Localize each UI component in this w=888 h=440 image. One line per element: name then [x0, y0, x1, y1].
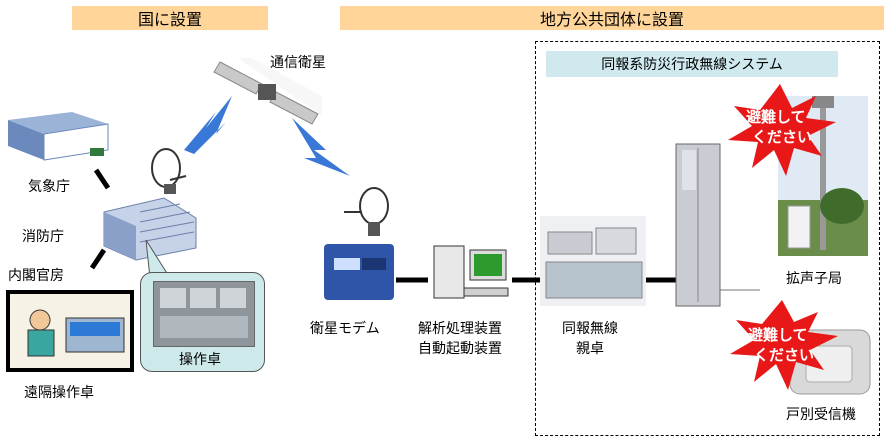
analysis-label-line1: 解析処理装置 [418, 321, 502, 337]
jma-label: 気象庁 [28, 179, 70, 195]
banner-national-label: 国に設置 [137, 10, 202, 29]
alert-starburst-top [728, 84, 836, 176]
alert-top-line2: ください [752, 128, 813, 146]
alert-bottom-line1: 避難して [748, 326, 808, 344]
system-box-title: 同報系防災行政無線システム [546, 51, 838, 77]
sat-modem-icon [324, 244, 394, 300]
local-system-boundary [535, 41, 880, 436]
lightning-uplink [184, 96, 232, 154]
sat-modem-label: 衛星モデム [310, 321, 380, 337]
base-label-line2: 親卓 [576, 341, 604, 357]
banner-local: 地方公共団体に設置 [340, 6, 884, 30]
analysis-pc-icon [433, 245, 509, 299]
base-console-icon [540, 216, 646, 306]
remote-console-photo [6, 290, 134, 372]
jma-building-icon [8, 112, 109, 161]
cabinet-label: 内閣官房 [8, 268, 64, 284]
base-label-line1: 同報無線 [562, 321, 618, 337]
household-label: 戸別受信機 [786, 407, 856, 423]
console-photo [153, 281, 255, 347]
lightning-downlink [292, 118, 350, 176]
fdma-label: 消防庁 [22, 229, 64, 245]
radio-rack-icon [675, 143, 721, 307]
satellite-label: 通信衛星 [270, 55, 326, 71]
fdma-building-icon [103, 197, 197, 261]
console-label: 操作卓 [179, 352, 221, 368]
banner-local-label: 地方公共団体に設置 [539, 10, 684, 29]
alert-bottom-line2: ください [754, 346, 815, 364]
remote-console-illustration [27, 309, 125, 357]
satellite-icon [213, 58, 322, 125]
loudspeaker-label: 拡声子局 [786, 271, 842, 287]
analysis-label-line2: 自動起動装置 [418, 341, 502, 357]
alert-top-line1: 避難して [746, 108, 806, 126]
banner-national: 国に設置 [72, 6, 268, 30]
link-jma-fdma [93, 168, 111, 190]
link-fdma-cabinet [89, 248, 107, 270]
console-callout: 操作卓 [140, 272, 265, 372]
left-dish-icon [151, 148, 187, 194]
right-dish-icon [344, 187, 389, 236]
alert-starburst-bottom [730, 300, 838, 390]
remote-console-label: 遠隔操作卓 [24, 385, 94, 401]
